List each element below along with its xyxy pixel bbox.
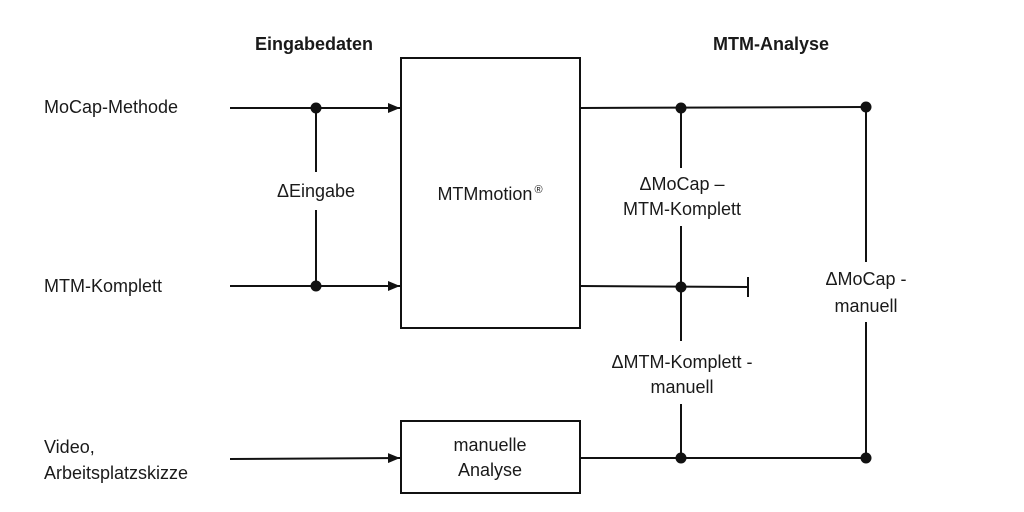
delta-mtm-manuell-label-line1: ΔMTM-Komplett - <box>611 352 753 372</box>
junction-dot <box>310 280 322 292</box>
delta-mocap-manuell-label-line1: ΔMoCap - <box>825 269 907 289</box>
junction-dot <box>860 452 872 464</box>
delta-mocap-manuell-label-line2: manuell <box>834 296 898 316</box>
junction-dot <box>675 452 687 464</box>
input-label-video: Video, <box>44 437 95 457</box>
junction-dot <box>310 102 322 114</box>
mtmmotion-label: MTMmotion® <box>437 183 542 205</box>
input-label-mocap: MoCap-Methode <box>44 97 179 117</box>
mtmmotion-komplett-output <box>579 285 749 288</box>
delta-eingabe-label: ΔEingabe <box>276 181 356 201</box>
manual-analysis-label-line1: manuelle <box>453 435 527 455</box>
junction-dot <box>675 281 687 293</box>
delta-mocap-mtm-label-line1: ΔMoCap – <box>639 174 725 194</box>
header-eingabedaten: Eingabedaten <box>254 34 374 54</box>
registered-mark: ® <box>534 184 543 196</box>
manual-analysis-label-line2: Analyse <box>457 460 523 480</box>
mtmmotion-box <box>400 57 581 329</box>
mtmmotion-label-text: MTMmotion <box>437 184 533 204</box>
delta-mtm-manuell-label-line2: manuell <box>650 377 714 397</box>
delta-mocap-mtm-label-line2: MTM-Komplett <box>622 199 742 219</box>
video-input-arrow <box>229 453 401 464</box>
header-mtm-analyse: MTM-Analyse <box>712 34 830 54</box>
input-label-mtm-komplett: MTM-Komplett <box>44 276 163 296</box>
junction-dot <box>675 102 687 114</box>
input-label-arbeitsplatzskizze: Arbeitsplatzskizze <box>44 463 189 483</box>
mtmmotion-mocap-output <box>579 106 867 109</box>
manual-analysis-box <box>400 420 581 494</box>
junction-dot <box>860 101 872 113</box>
